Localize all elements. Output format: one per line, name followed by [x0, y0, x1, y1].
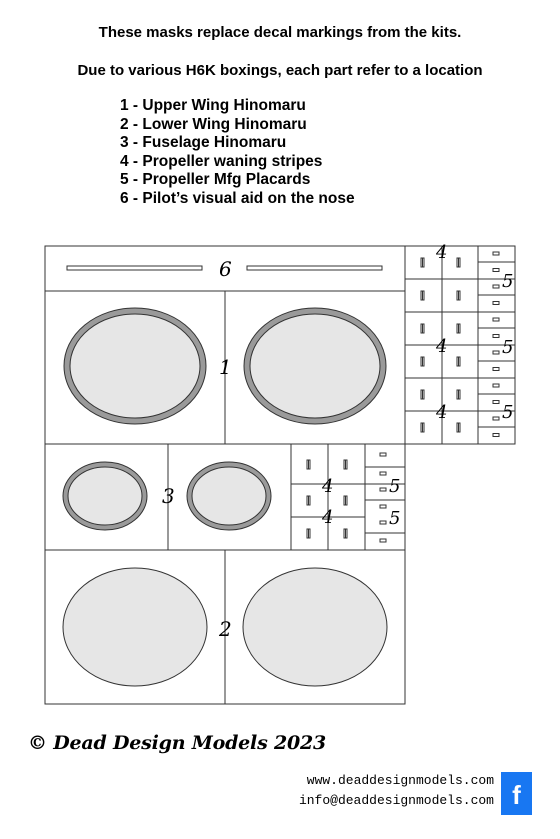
placard-piece [492, 433, 500, 437]
placard-piece [379, 504, 387, 509]
legend-item-1: 1 - Upper Wing Hinomaru [120, 97, 306, 114]
email-link[interactable]: info@deaddesignmodels.com [298, 793, 494, 808]
placard-piece [379, 452, 387, 457]
placard-piece [492, 301, 500, 305]
legend-item-6: 6 - Pilot’s visual aid on the nose [120, 189, 355, 207]
placard-piece [492, 383, 500, 388]
placard-piece [492, 317, 500, 322]
label-2: 2 [218, 617, 232, 641]
label-4-d: 4 [321, 476, 333, 497]
placard-piece [379, 471, 387, 476]
placard-piece [492, 400, 500, 404]
placard-piece [379, 487, 387, 492]
header-line-2: Due to various H6K boxings, each part re… [77, 62, 483, 79]
placard-piece [492, 367, 500, 371]
prop-stripe-blocks-middle [291, 444, 405, 550]
legend-item-5: 5 - Propeller Mfg Placards [120, 171, 311, 188]
website-link[interactable]: www.deaddesignmodels.com [306, 773, 494, 788]
fuselage-hinomaru-left [62, 461, 148, 531]
label-5-b: 5 [502, 337, 513, 358]
lower-wing-hinomaru-right [242, 567, 388, 687]
label-5-d: 5 [389, 476, 400, 497]
label-4-e: 4 [321, 507, 333, 528]
label-3: 3 [162, 484, 175, 508]
label-5-a: 5 [502, 271, 513, 292]
placard-piece [492, 284, 500, 289]
legend-item-3: 3 - Fuselage Hinomaru [120, 134, 287, 151]
label-4-a: 4 [435, 242, 447, 263]
label-5-c: 5 [502, 402, 513, 423]
prop-stripe-blocks-right [404, 245, 516, 445]
label-1: 1 [219, 355, 232, 379]
lower-wing-hinomaru-left [62, 567, 208, 687]
legend-list: 1 - Upper Wing Hinomaru 2 - Lower Wing H… [120, 97, 355, 208]
upper-wing-hinomaru-left [63, 307, 207, 425]
facebook-icon[interactable]: f [501, 772, 532, 815]
nose-aid-strip-right [246, 265, 383, 271]
upper-wing-hinomaru-right [243, 307, 387, 425]
placard-piece [379, 520, 387, 525]
placard-piece [379, 538, 387, 543]
fuselage-hinomaru-right [186, 461, 272, 531]
legend-item-4: 4 - Propeller waning stripes [120, 152, 323, 170]
placard-piece [492, 350, 500, 355]
label-4-b: 4 [435, 336, 447, 357]
label-6: 6 [219, 257, 232, 281]
label-4-c: 4 [435, 402, 447, 423]
legend-item-2: 2 - Lower Wing Hinomaru [120, 115, 307, 133]
placard-piece [492, 251, 500, 256]
header-line-1: These masks replace decal markings from … [98, 24, 462, 41]
placard-piece [492, 416, 500, 421]
copyright: © Dead Design Models 2023 [28, 732, 327, 754]
label-5-e: 5 [389, 508, 400, 529]
placard-piece [492, 334, 500, 338]
nose-aid-strip-left [66, 265, 203, 271]
placard-piece [492, 268, 500, 272]
